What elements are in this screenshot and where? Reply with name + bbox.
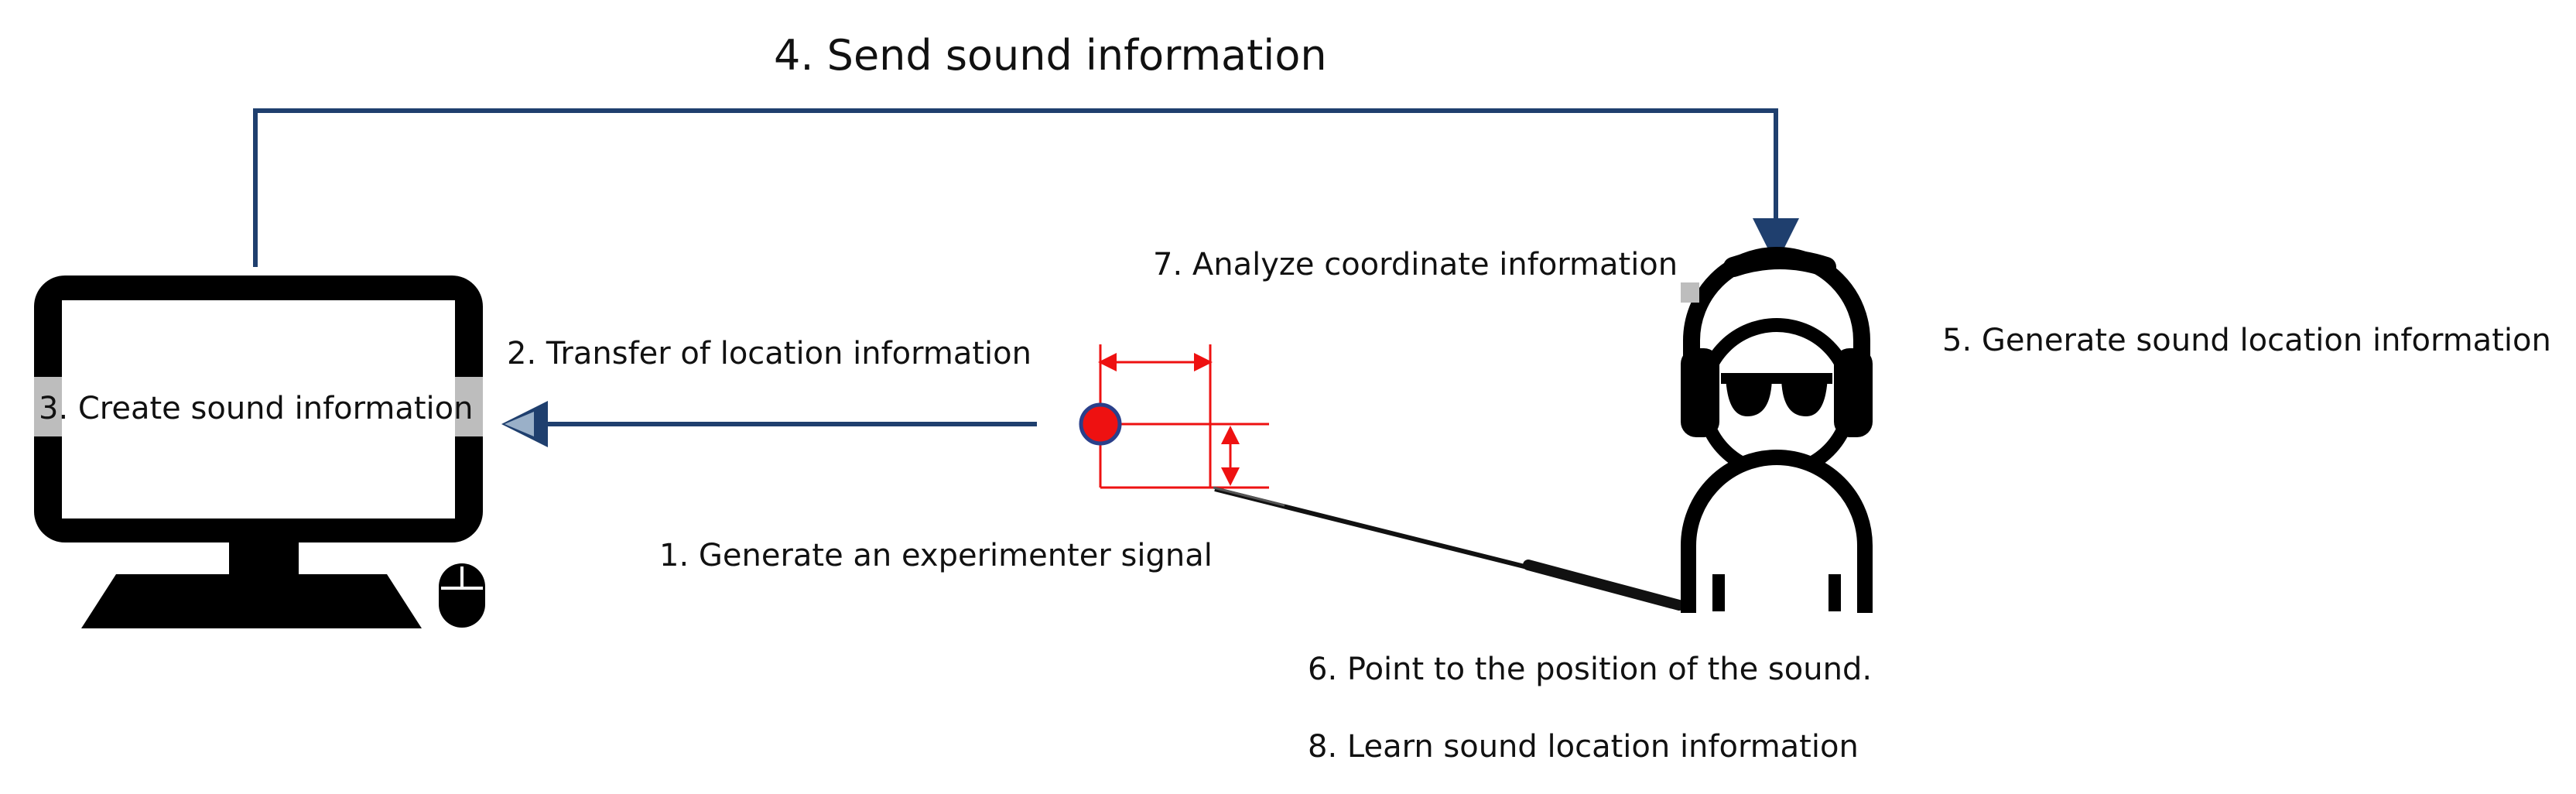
step-7-label: 7. Analyze coordinate information <box>1153 247 1678 282</box>
send-sound-arrow <box>253 108 1799 267</box>
person-icon <box>1681 247 1873 613</box>
pointer-stick-icon <box>1213 486 1685 611</box>
step-1-label: 1. Generate an experimenter signal <box>659 538 1213 573</box>
transfer-arrowhead-pale <box>505 412 534 436</box>
step-5-label: 5. Generate sound location information <box>1942 323 2551 358</box>
step-4-label: 4. Send sound information <box>774 31 1327 80</box>
step-6-label: 6. Point to the position of the sound. <box>1308 652 1873 687</box>
step-2-label: 2. Transfer of location information <box>507 336 1031 371</box>
step-3-label: 3. Create sound information <box>39 391 474 426</box>
mouse-icon <box>439 563 485 628</box>
computer-icon <box>34 276 483 628</box>
step-8-label: 8. Learn sound location information <box>1308 729 1859 765</box>
signal-measurement <box>1098 344 1269 489</box>
red-signal-dot-icon <box>1079 402 1122 446</box>
